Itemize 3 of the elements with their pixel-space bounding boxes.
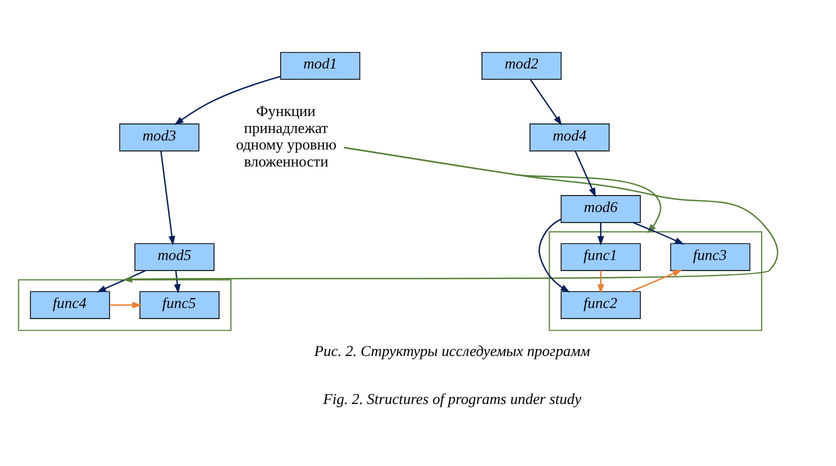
- label: Fig. 2. Structures of programs under study: [323, 390, 582, 408]
- label: Рис. 2. Структуры исследуемых программ: [314, 342, 590, 360]
- node-text: Функции принадлежат одному уровню вложенности: [236, 102, 337, 170]
